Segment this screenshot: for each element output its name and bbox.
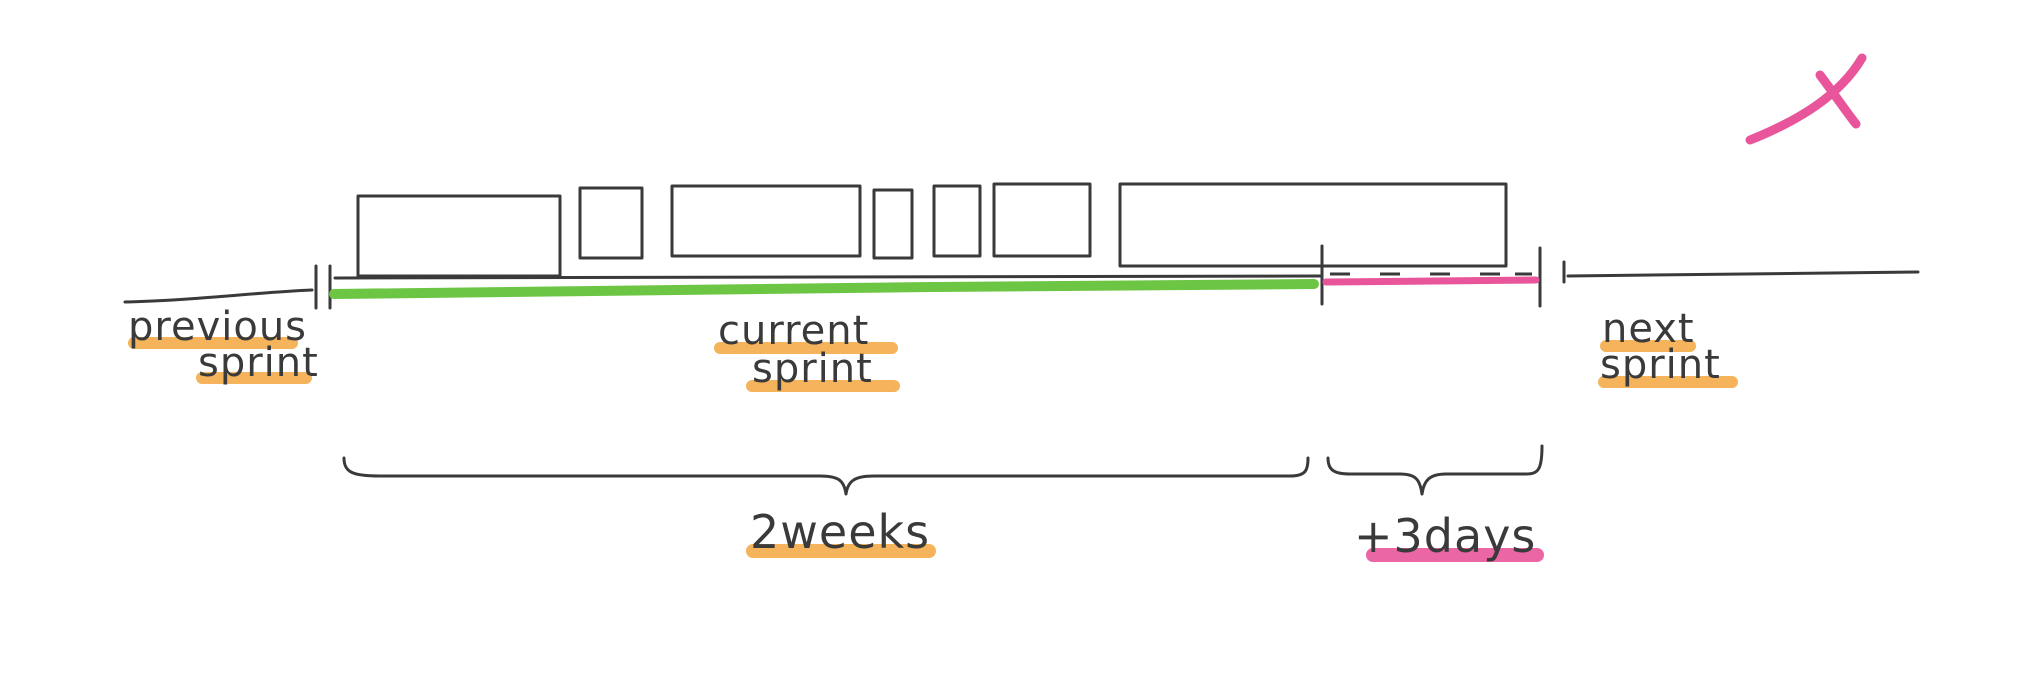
current-sprint-line	[329, 279, 1319, 299]
current-sprint-label-line1: current	[718, 308, 869, 354]
next-sprint-label-line1: next	[1602, 306, 1695, 352]
task-blocks	[356, 182, 1508, 278]
previous-sprint-label-line2: sprint	[198, 340, 319, 386]
duration-two-weeks-label: 2weeks	[750, 505, 930, 559]
x-mark-icon	[1745, 53, 1867, 145]
brace-three-days	[1326, 444, 1544, 496]
task-block	[1118, 182, 1508, 268]
task-block	[670, 184, 862, 258]
task-block	[992, 182, 1092, 258]
overrun-line	[1322, 272, 1540, 286]
task-block	[356, 194, 562, 278]
duration-three-days-label: +3days	[1354, 509, 1536, 563]
brace-two-weeks	[342, 456, 1310, 496]
current-sprint-label-line2: sprint	[752, 346, 873, 392]
task-block	[932, 184, 982, 258]
timeline	[123, 244, 1920, 310]
next-sprint-label-line2: sprint	[1600, 342, 1721, 388]
previous-sprint-label-line1: previous	[128, 304, 307, 350]
label-highlights	[128, 337, 1738, 562]
task-block	[872, 188, 914, 260]
task-block	[578, 186, 644, 260]
